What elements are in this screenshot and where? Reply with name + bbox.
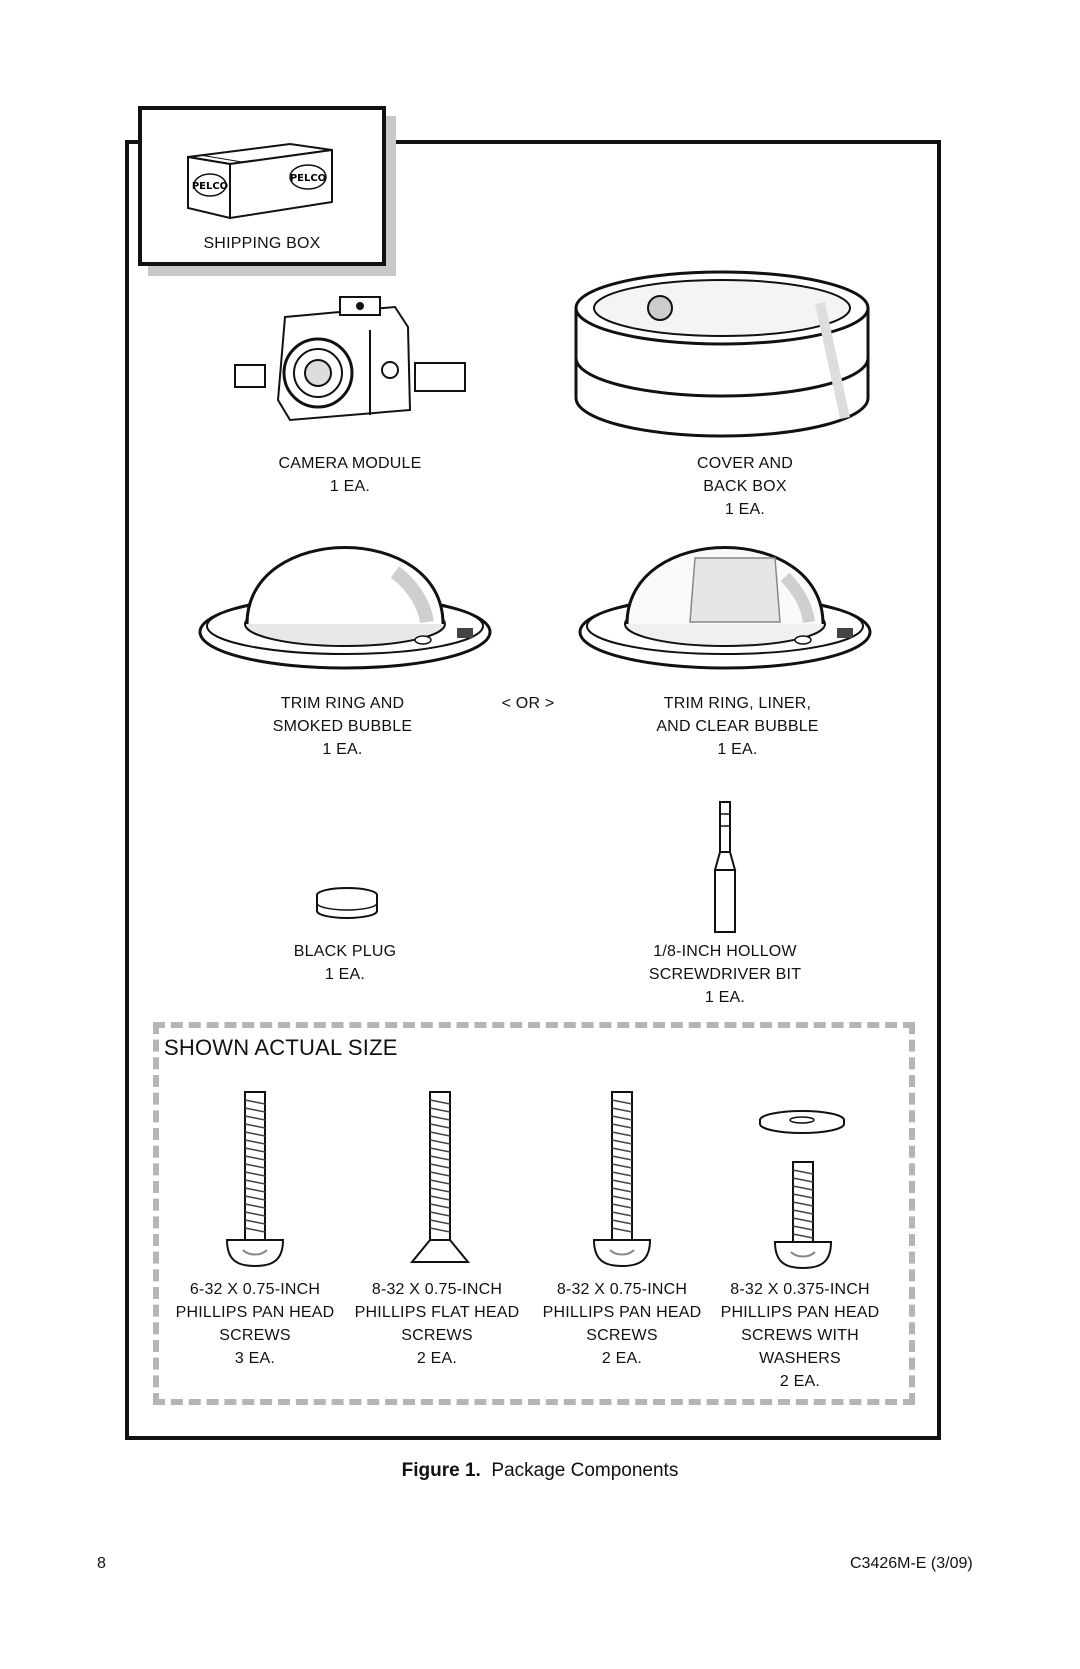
page-number: 8 (97, 1555, 106, 1572)
camera-module-label: CAMERA MODULE 1 EA. (278, 455, 422, 495)
pan-head-screw-8-32 (592, 1091, 652, 1268)
figure-title: Package Components (491, 1460, 679, 1481)
components-frame (125, 140, 941, 1440)
figure-caption: Figure 1. Package Components (0, 1460, 1080, 1482)
figure-number: Figure 1. (401, 1460, 481, 1481)
washer (759, 1110, 845, 1134)
or-label: < OR > (501, 695, 555, 712)
pelco-logo-right: PELCO (290, 173, 326, 184)
actual-size-region (153, 1022, 915, 1405)
document-code: C3426M-E (3/09) (850, 1555, 973, 1572)
shipping-box-label: SHIPPING BOX (203, 235, 321, 252)
smoked-bubble-illustration (198, 546, 492, 670)
camera-module-illustration (234, 296, 466, 422)
cover-back-box-label: COVER AND BACK BOX 1 EA. (696, 455, 794, 518)
shipping-box-panel (138, 106, 386, 266)
screw-label-1: 6-32 X 0.75-INCH PHILLIPS PAN HEAD SCREW… (175, 1281, 335, 1367)
shipping-box-illustration: PELCO PELCO (187, 142, 333, 220)
pelco-logo-left: PELCO (192, 181, 228, 192)
trim-smoked-label: TRIM RING AND SMOKED BUBBLE 1 EA. (272, 695, 413, 758)
black-plug-illustration (316, 887, 378, 919)
black-plug-label: BLACK PLUG 1 EA. (293, 943, 397, 983)
screwdriver-bit-illustration (713, 801, 737, 933)
trim-clear-label: TRIM RING, LINER, AND CLEAR BUBBLE 1 EA. (656, 695, 819, 758)
flat-head-screw-8-32 (410, 1091, 470, 1263)
pan-head-screw-6-32 (225, 1091, 285, 1268)
short-pan-head-screw-8-32 (773, 1161, 833, 1270)
screw-label-2: 8-32 X 0.75-INCH PHILLIPS FLAT HEAD SCRE… (354, 1281, 520, 1367)
clear-bubble-illustration (578, 546, 872, 670)
screw-label-3: 8-32 X 0.75-INCH PHILLIPS PAN HEAD SCREW… (542, 1281, 702, 1367)
cover-back-box-illustration (574, 270, 870, 438)
screwdriver-bit-label: 1/8-INCH HOLLOW SCREWDRIVER BIT 1 EA. (648, 943, 802, 1006)
actual-size-title: SHOWN ACTUAL SIZE (164, 1035, 398, 1060)
screw-label-4: 8-32 X 0.375-INCH PHILLIPS PAN HEAD SCRE… (720, 1281, 880, 1390)
